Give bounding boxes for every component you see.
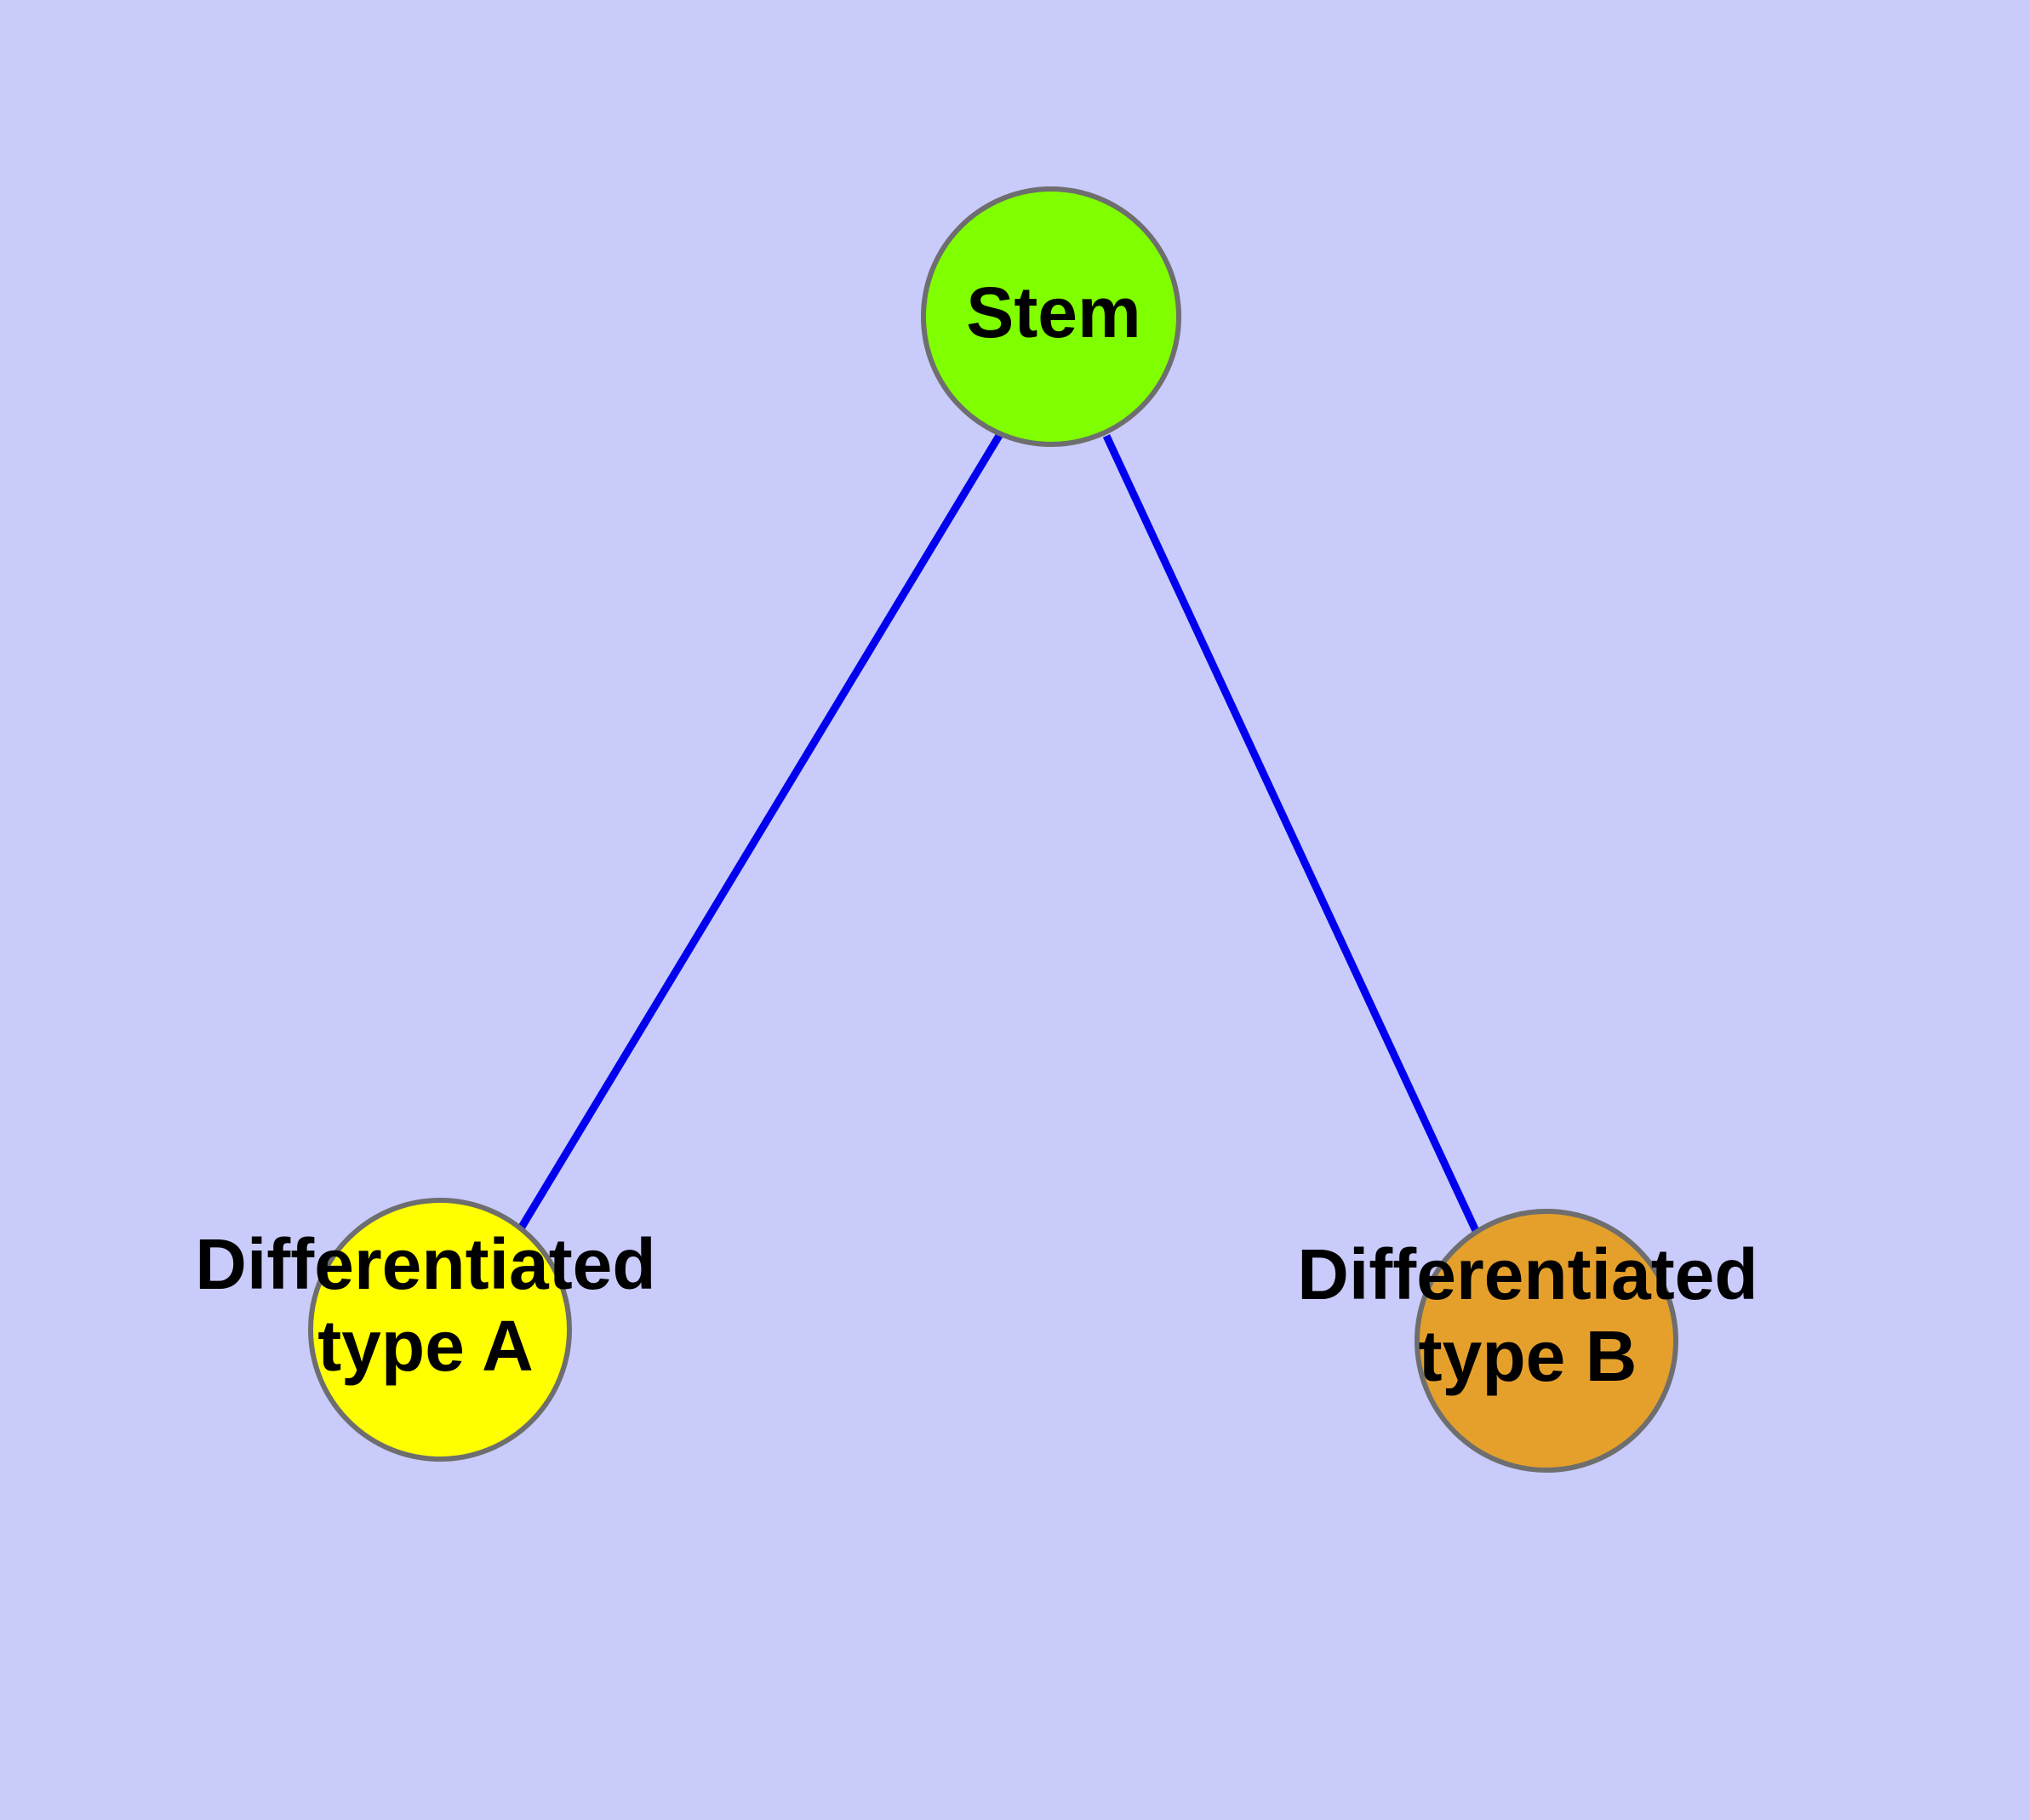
- node-diff-a[interactable]: [308, 1198, 572, 1462]
- nodes-layer: [308, 186, 1678, 1473]
- edge-stem-to-diff-a[interactable]: [517, 432, 1003, 1231]
- node-label-line: Differentiated: [1297, 1234, 1758, 1314]
- edge-stem-to-diff-b[interactable]: [1102, 434, 1481, 1234]
- node-label-line: type A: [317, 1306, 534, 1386]
- node-label-line: Stem: [966, 272, 1140, 352]
- node-diff-b[interactable]: [1415, 1209, 1678, 1473]
- node-label-line: type B: [1419, 1316, 1637, 1396]
- node-label-stem: Stem: [966, 272, 1140, 352]
- node-label-line: Differentiated: [195, 1224, 655, 1304]
- edges-layer: [517, 432, 1481, 1234]
- node-stem[interactable]: [921, 186, 1181, 447]
